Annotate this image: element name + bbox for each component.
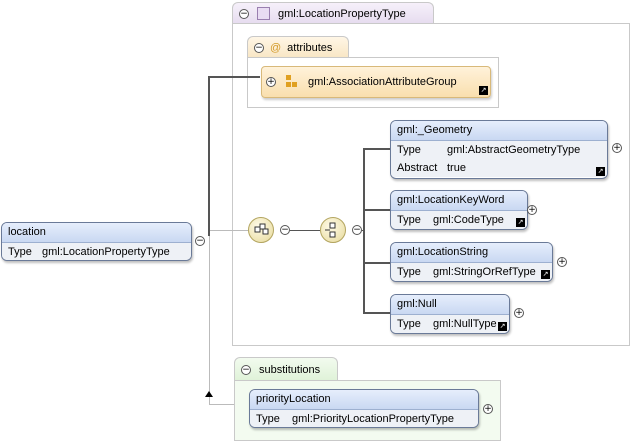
priority-location-element[interactable]: priorityLocation Type gml:PriorityLocatio… [249,389,479,428]
type-value: gml:PriorityLocationPropertyType [292,413,455,425]
attribute-group-box[interactable]: + gml:AssociationAttributeGroup ↗ [261,66,491,98]
null-element[interactable]: gml:Null Type gml:NullType ↗ [390,294,510,334]
location-element[interactable]: location Type gml:LocationPropertyType [1,222,192,261]
substitutions-title: substitutions [259,363,321,376]
attribute-group-name: gml:AssociationAttributeGroup [308,76,457,88]
location-keyword-element[interactable]: gml:LocationKeyWord Type gml:CodeType ↗ [390,190,528,230]
sequence-compositor-icon[interactable] [248,217,274,243]
collapse-toggle[interactable]: − [280,225,290,235]
element-name: gml:LocationString [391,243,552,263]
type-key: Type [397,214,421,226]
abstract-key: Abstract [397,162,438,174]
expand-toggle[interactable]: + [557,257,567,267]
link-icon[interactable]: ↗ [479,86,488,95]
connector-line [290,230,320,231]
expand-toggle[interactable]: + [483,404,493,414]
choice-compositor-icon[interactable] [320,217,346,243]
complex-type-tab[interactable]: − gml:LocationPropertyType [232,2,434,24]
connector-line [208,76,210,236]
location-string-element[interactable]: gml:LocationString Type gml:StringOrRefTy… [390,242,553,282]
connector-line [208,76,260,78]
link-icon[interactable]: ↗ [596,167,605,176]
collapse-toggle[interactable]: − [195,236,205,246]
link-icon[interactable]: ↗ [516,218,525,227]
collapse-toggle[interactable]: − [239,8,249,19]
attributes-tab[interactable]: − @ attributes [247,36,349,58]
arrow-up-icon [205,391,213,397]
type-value: gml:CodeType [433,214,504,226]
collapse-toggle[interactable]: − [254,42,264,53]
substitutions-tab[interactable]: − substitutions [234,357,338,381]
type-value: gml:LocationPropertyType [42,246,170,258]
connector-line [363,209,390,211]
collapse-toggle[interactable]: − [352,225,362,235]
type-key: Type [8,246,32,258]
type-key: Type [397,318,421,330]
expand-toggle[interactable]: + [527,205,537,215]
element-name: location [2,223,191,243]
at-icon: @ [270,41,282,54]
link-icon[interactable]: ↗ [498,322,507,331]
type-key: Type [397,266,421,278]
link-icon[interactable]: ↗ [541,270,550,279]
collapse-toggle[interactable]: − [241,364,251,375]
connector-line [210,230,248,231]
complex-type-title: gml:LocationPropertyType [278,7,406,20]
type-key: Type [397,144,421,156]
connector-line [363,312,390,314]
connector-line [362,230,365,231]
expand-toggle[interactable]: + [266,77,276,87]
connector-line [209,404,249,405]
element-name: gml:Null [391,295,509,315]
complex-type-icon [257,7,270,20]
type-value: gml:StringOrRefType [433,266,536,278]
type-value: gml:NullType [433,318,497,330]
geometry-element[interactable]: gml:_Geometry Type gml:AbstractGeometryTy… [390,120,608,179]
attribute-group-icon [286,75,298,88]
element-name: priorityLocation [250,390,478,410]
abstract-value: true [447,162,466,174]
expand-toggle[interactable]: + [612,143,622,153]
connector-line [209,236,210,404]
attributes-title: attributes [287,41,333,54]
connector-line [363,262,390,264]
element-name: gml:LocationKeyWord [391,191,527,211]
type-value: gml:AbstractGeometryType [447,144,581,156]
element-name: gml:_Geometry [391,121,607,141]
connector-line [363,148,390,150]
type-key: Type [256,413,280,425]
expand-toggle[interactable]: + [514,308,524,318]
